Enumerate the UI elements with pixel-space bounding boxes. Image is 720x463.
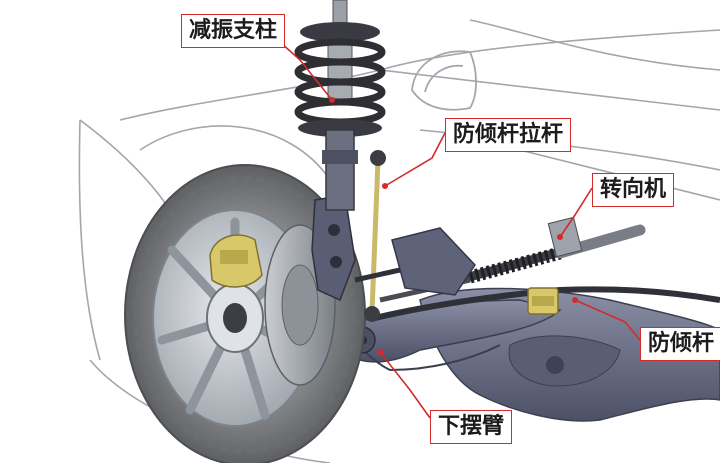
label-lower-control-arm: 下摆臂: [430, 410, 513, 444]
steering-rack-shape: [379, 216, 646, 303]
label-stabilizer-link: 防倾杆拉杆: [445, 118, 572, 152]
label-shock-strut: 减振支柱: [181, 14, 286, 48]
shock-strut-shape: [294, 0, 386, 211]
callout-dots: [329, 97, 578, 355]
stabilizer-link-shape: [364, 150, 386, 322]
label-stabilizer-bar: 防倾杆: [640, 327, 720, 361]
side-mirror: [411, 50, 477, 111]
label-steering-gear: 转向机: [592, 173, 675, 207]
stabilizer-bar-shape: [374, 286, 720, 321]
tie-rod-bracket: [354, 227, 476, 296]
